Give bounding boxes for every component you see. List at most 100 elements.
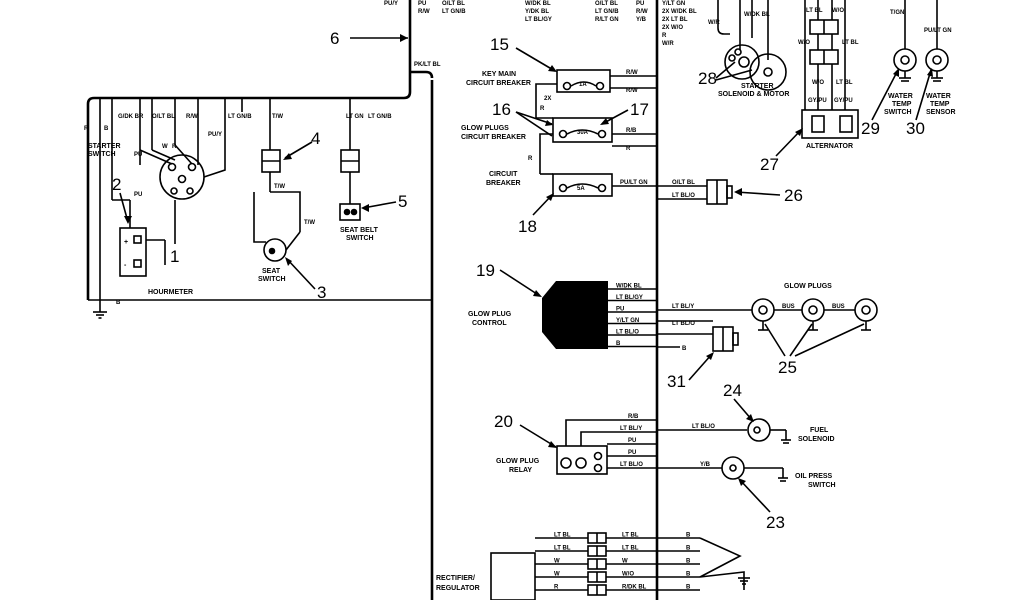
wire-label: R/W xyxy=(418,9,430,15)
wire-label: GY/PU xyxy=(834,98,853,104)
wire-label: W/R xyxy=(708,20,720,26)
wire-label: R xyxy=(540,106,545,112)
wire-label: LT BL xyxy=(554,546,571,552)
callout-leader xyxy=(915,69,932,121)
wire-label: T/GN xyxy=(890,10,904,16)
wire-label: B xyxy=(686,546,691,552)
callout-28: 28 xyxy=(698,69,717,88)
wire-label: LT BL xyxy=(842,40,859,46)
component-label: RELAY xyxy=(509,467,532,474)
callout-29: 29 xyxy=(861,119,880,138)
glow-plugs xyxy=(657,298,878,331)
callout-arrowhead xyxy=(734,188,742,196)
wire-label: LT BL/Y xyxy=(620,426,642,432)
callout-4: 4 xyxy=(311,129,320,148)
fuel-solenoid xyxy=(657,418,791,444)
control-pin-number: 6 xyxy=(600,345,604,351)
wire-label: LT GN/B xyxy=(442,9,466,15)
component-label: GLOW PLUGS xyxy=(461,125,509,132)
component-label: SEAT BELT xyxy=(340,227,379,234)
control-pin-name: GROUND xyxy=(560,345,587,351)
connector-31 xyxy=(657,320,739,352)
wire-label: T/W xyxy=(274,184,285,190)
polarity-minus: - xyxy=(124,262,127,269)
glow-plugs-breaker xyxy=(539,117,657,174)
breaker-rating: 1A xyxy=(579,82,587,88)
wire-label: B xyxy=(686,559,691,565)
seat-belt-switch xyxy=(339,203,361,221)
wire-label: PU xyxy=(134,192,142,198)
wire-label: Y/LT GN xyxy=(616,318,639,324)
component-label: GLOW PLUG xyxy=(468,311,512,318)
callout-arrowhead xyxy=(283,153,292,160)
callout-25: 25 xyxy=(778,358,797,377)
breaker-rating: 30A xyxy=(577,130,589,136)
component-label: SWITCH xyxy=(884,109,912,116)
wire-label: T/W xyxy=(272,114,283,120)
wire-label: PU xyxy=(616,307,624,313)
key-main-breaker xyxy=(535,69,657,119)
wire-label: 2X W/DK BL xyxy=(662,9,697,15)
wire-label: R/W xyxy=(626,70,638,76)
callout-17: 17 xyxy=(630,100,649,119)
callout-leader xyxy=(764,323,786,357)
wire-label: R xyxy=(528,156,533,162)
component-label: SWITCH xyxy=(258,276,286,283)
callout-16: 16 xyxy=(492,100,511,119)
alternator xyxy=(801,109,859,139)
wire-label: W xyxy=(554,559,560,565)
wire-label: R xyxy=(554,585,559,591)
callout-31: 31 xyxy=(667,372,686,391)
callout-arrowhead xyxy=(927,68,933,77)
wire-label: W/O xyxy=(812,80,824,86)
wire-label: O/LT BL xyxy=(152,114,175,120)
breaker-rating: 5A xyxy=(577,186,585,192)
callout-23: 23 xyxy=(766,513,785,532)
callout-arrowhead xyxy=(545,120,553,126)
callout-26: 26 xyxy=(784,186,803,205)
callout-1: 1 xyxy=(170,247,179,266)
callout-leader xyxy=(871,69,899,121)
control-pin-number: 2 xyxy=(600,299,604,305)
wire-label: R xyxy=(662,33,667,39)
wire-label: PU xyxy=(628,450,636,456)
wire-label: PU/LT GN xyxy=(924,28,952,34)
component-label: GLOW PLUGS xyxy=(784,283,832,290)
wire-label: W/DK BL xyxy=(525,1,551,7)
callout-leader xyxy=(794,323,865,357)
wire-label: R/W xyxy=(626,88,638,94)
component-label: OIL PRESS xyxy=(795,473,833,480)
callout-leader xyxy=(515,111,553,137)
wire-label: B xyxy=(686,533,691,539)
polarity-plus: + xyxy=(124,239,128,246)
wire-label: 2X xyxy=(544,96,551,102)
wire-label: PU xyxy=(134,152,142,158)
wire-label: LT BL/GY xyxy=(616,295,643,301)
callout-leader xyxy=(515,111,553,125)
wire-label: Y/B xyxy=(700,462,711,468)
callout-15: 15 xyxy=(490,35,509,54)
callout-3: 3 xyxy=(317,283,326,302)
glow-plug-relay xyxy=(556,419,657,475)
wire-label: T/W xyxy=(304,220,315,226)
wire-label: Y/LT GN xyxy=(662,1,685,7)
callout-leader xyxy=(715,61,736,79)
wire-label: BUS xyxy=(782,304,795,310)
callout-arrowhead xyxy=(746,414,754,422)
glow-plug-control xyxy=(542,281,608,349)
wire-label: R/DK BL xyxy=(622,585,647,591)
wire-label: LT BL xyxy=(806,8,823,14)
component-label: WATER xyxy=(926,93,951,100)
component-label: CIRCUIT xyxy=(489,171,518,178)
control-pin-name: TEMP SENS xyxy=(560,322,595,328)
callout-arrowhead xyxy=(285,257,292,266)
component-label: RECTIFIER/ xyxy=(436,575,475,582)
wire-label: LT BL xyxy=(554,533,571,539)
control-pin-number: 1 xyxy=(600,287,604,293)
control-pin-name: LAMP xyxy=(560,299,577,305)
wire-label: LT BL/Y xyxy=(672,304,694,310)
component-label: BREAKER xyxy=(486,180,521,187)
wire-label: PK/LT BL xyxy=(414,62,441,68)
wire-label: PU/Y xyxy=(208,132,222,138)
